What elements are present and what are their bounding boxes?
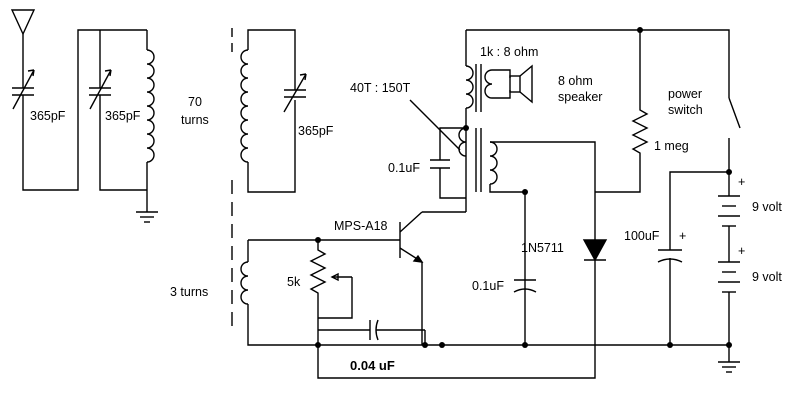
speaker-icon [509, 64, 533, 104]
ground-symbol-left [136, 211, 158, 223]
loop-coil-70-turns [231, 28, 296, 330]
top-rail-wire [466, 29, 730, 98]
tuning-capacitor-3 [283, 73, 307, 113]
label-bat1-plus: + [738, 175, 745, 189]
label-pot: 5k [287, 275, 301, 289]
label-bat2: 9 volt [752, 270, 782, 284]
label-bat1: 9 volt [752, 200, 782, 214]
label-bat2-plus: + [738, 244, 745, 258]
transistor-mps-a18 [399, 211, 466, 345]
capacitor-0-1uF-a [430, 127, 466, 199]
transformer-40t-150t [458, 127, 596, 345]
diode-1n5711 [582, 239, 608, 262]
capacitor-0-04uF [318, 319, 426, 345]
antenna-symbol [10, 9, 36, 88]
label-c100: 100uF [624, 229, 660, 243]
label-speaker-1: 8 ohm [558, 74, 593, 88]
label-turns-3: 3 turns [170, 285, 208, 299]
label-c1: 365pF [30, 109, 66, 123]
power-switch [728, 97, 741, 172]
resistor-1-meg [595, 30, 649, 193]
xfmr-leader-line [409, 99, 461, 151]
label-meg: 1 meg [654, 139, 689, 153]
label-c100-plus: + [679, 229, 686, 243]
label-turns-70: 70 [188, 95, 202, 109]
label-c01-b: 0.1uF [472, 279, 504, 293]
label-c2: 365pF [105, 109, 141, 123]
label-diode: 1N5711 [521, 241, 564, 255]
tuning-capacitor-1 [12, 29, 147, 191]
capacitor-100uF [657, 171, 729, 345]
label-xfmr-ratio: 40T : 150T [350, 81, 411, 95]
bottom-return-wire [317, 260, 596, 379]
junction-dots [315, 125, 732, 348]
tuning-capacitor-2 [89, 30, 147, 191]
coupling-coil-3-turns [240, 239, 595, 346]
label-c3: 365pF [298, 124, 334, 138]
label-power-1: power [668, 87, 702, 101]
ground-symbol-right [718, 361, 740, 373]
label-power-2: switch [668, 103, 703, 117]
capacitor-0-1uF-b [513, 279, 537, 293]
label-speaker-2: speaker [558, 90, 602, 104]
label-c004: 0.04 uF [350, 358, 395, 373]
antenna-coil [146, 30, 155, 212]
label-transistor: MPS-A18 [334, 219, 388, 233]
battery-2 [718, 261, 740, 362]
label-c01-a: 0.1uF [388, 161, 420, 175]
label-audio-xfmr: 1k : 8 ohm [480, 45, 538, 59]
battery-1 [718, 172, 740, 262]
potentiometer-5k [309, 240, 353, 345]
label-turns-word: turns [181, 113, 209, 127]
